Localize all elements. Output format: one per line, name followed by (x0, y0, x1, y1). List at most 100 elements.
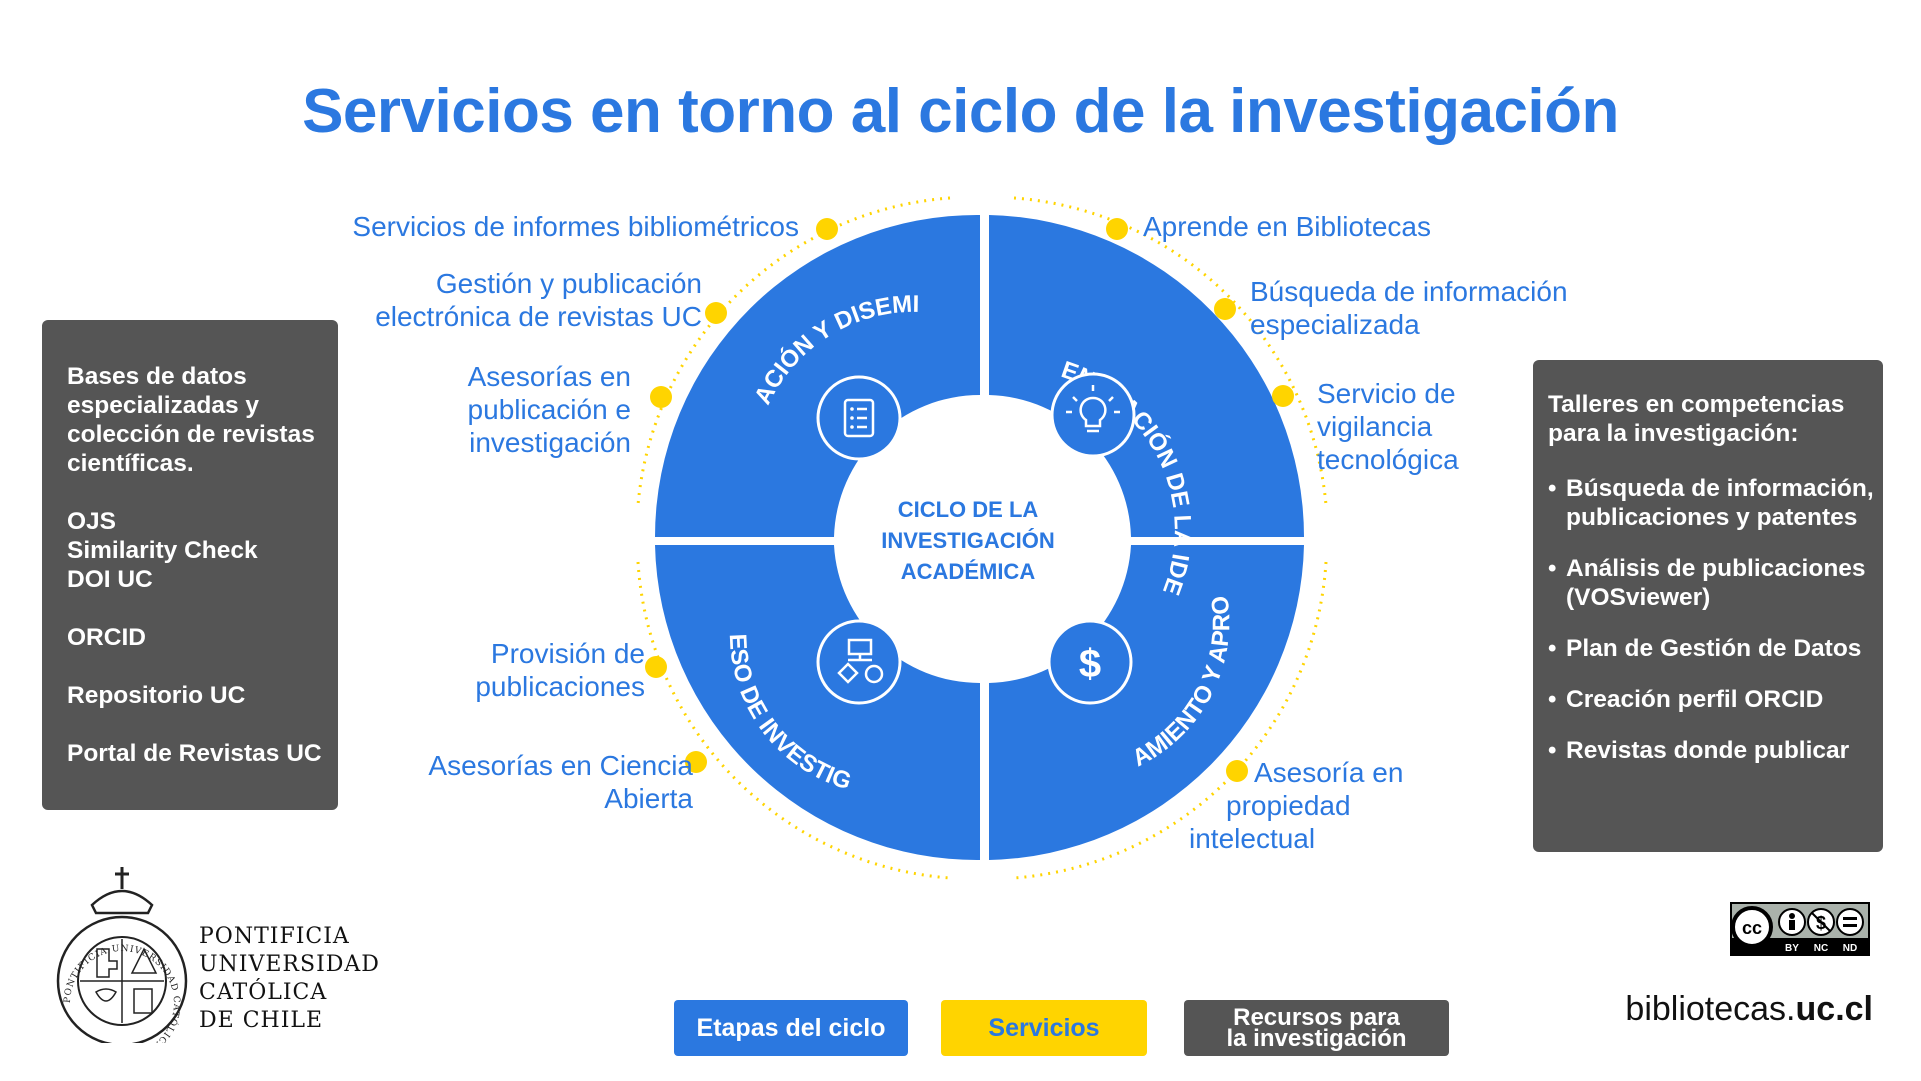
uc-wordmark-line-1: PONTIFICIA (199, 924, 350, 949)
service-provision-line-2: publicaciones (475, 671, 645, 702)
service-ciencia-line-1: Asesorías en Ciencia (428, 750, 693, 781)
service-dot-provision (645, 656, 667, 678)
svg-text:NC: NC (1814, 943, 1828, 954)
page-title: Servicios en torno al ciclo de la invest… (302, 77, 1619, 146)
service-revistas-line-2: electrónica de revistas UC (375, 301, 702, 332)
workshop-analisis-line-2: (VOSviewer) (1566, 584, 1711, 611)
cc-nd-icon (1836, 908, 1864, 936)
website-url-prefix: bibliotecas. (1625, 990, 1796, 1028)
service-bibliometricos: Servicios de informes bibliométricos (352, 211, 799, 242)
resources-intro-line-3: colección de revistas (67, 421, 315, 448)
website-url[interactable]: bibliotecas.uc.cl (1625, 990, 1873, 1029)
resource-orcid: ORCID (67, 624, 146, 651)
workshops-heading-line-2: para la investigación: (1548, 420, 1799, 447)
service-asesorias-line-3: investigación (469, 427, 631, 458)
workshop-analisis-line-1: Análisis de publicaciones (1566, 555, 1866, 582)
service-propiedad-intelectual: Asesoría en propiedad intelectual (1189, 756, 1403, 855)
bullet: • (1548, 686, 1557, 713)
resources-intro-line-2: especializadas y (67, 392, 260, 419)
service-dot-busqueda (1214, 298, 1236, 320)
cc-license-badge: cc $ BY NC ND (1730, 902, 1870, 956)
service-asesorias-publicacion: Asesorías en publicación e investigación (468, 360, 631, 459)
resource-doi-uc: DOI UC (67, 566, 153, 593)
svg-text:$: $ (1079, 642, 1101, 686)
service-vigilancia-line-2: vigilancia (1317, 411, 1433, 442)
resource-similarity-check: Similarity Check (67, 537, 258, 564)
service-ciencia-line-2: Abierta (604, 783, 693, 814)
bullet: • (1548, 475, 1557, 502)
legend-etapas-del-ciclo: Etapas del ciclo (674, 1000, 908, 1056)
service-propiedad-line-3: intelectual (1189, 823, 1316, 854)
workshop-item: • Plan de Gestión de Datos (1548, 634, 1883, 663)
service-busqueda-line-1: Búsqueda de información (1250, 276, 1568, 307)
workshop-item: • Revistas donde publicar (1548, 736, 1883, 765)
resources-intro-line-4: científicas. (67, 450, 194, 477)
bullet: • (1548, 737, 1557, 764)
service-dot-ciencia (685, 751, 707, 773)
workshops-heading-line-1: Talleres en competencias (1548, 391, 1845, 418)
uc-wordmark: PONTIFICIA UNIVERSIDAD CATÓLICA DE CHILE (199, 923, 380, 1035)
legend-recursos-line-1: Recursos para (1233, 1004, 1400, 1031)
service-dot-asesorias (650, 386, 672, 408)
svg-text:BY: BY (1785, 943, 1799, 954)
bullet: • (1548, 555, 1557, 582)
service-aprende: Aprende en Bibliotecas (1143, 211, 1431, 242)
workshop-item: • Análisis de publicaciones (VOSviewer) (1548, 554, 1883, 612)
resources-intro-line-1: Bases de datos (67, 363, 247, 390)
workshop-item: • Búsqueda de información, publicaciones… (1548, 474, 1883, 532)
resource-ojs: OJS (67, 508, 117, 535)
stage-financiamiento-segment (989, 545, 1304, 860)
service-busqueda-line-2: especializada (1250, 309, 1420, 340)
cycle-center-label-1: CICLO DE LA (898, 497, 1039, 522)
workshops-panel: Talleres en competencias para la investi… (1533, 360, 1883, 852)
cycle-center-label-2: INVESTIGACIÓN (881, 528, 1055, 553)
svg-text:cc: cc (1742, 918, 1762, 938)
uc-wordmark-line-3: CATÓLICA (199, 980, 328, 1005)
legend-recursos: Recursos para la investigación (1184, 1000, 1449, 1056)
stage-generacion-segment (989, 215, 1305, 537)
workshop-busqueda-line-2: publicaciones y patentes (1566, 504, 1858, 531)
resource-repositorio-uc: Repositorio UC (67, 682, 246, 709)
service-vigilancia-line-3: tecnológica (1317, 444, 1459, 475)
legend-servicios: Servicios (941, 1000, 1147, 1056)
workshop-orcid: Creación perfil ORCID (1566, 686, 1824, 713)
service-revistas-line-1: Gestión y publicación (435, 268, 702, 299)
service-vigilancia-line-1: Servicio de (1317, 378, 1456, 409)
service-provision-line-1: Provisión de (490, 638, 645, 669)
service-dot-revistas (705, 302, 727, 324)
resource-portal-revistas: Portal de Revistas UC (67, 740, 322, 767)
service-dot-aprende (1106, 218, 1128, 240)
legend-recursos-line-2: la investigación (1226, 1025, 1407, 1052)
stage-publicacion-segment (655, 214, 980, 537)
service-asesorias-line-1: Asesorías en (467, 361, 631, 392)
service-dot-propiedad (1226, 760, 1248, 782)
flowchart-icon (816, 619, 902, 705)
workshop-revistas: Revistas donde publicar (1566, 737, 1850, 764)
uc-wordmark-line-2: UNIVERSIDAD (199, 952, 380, 977)
service-revistas: Gestión y publicación electrónica de rev… (375, 267, 702, 333)
service-propiedad-line-2: propiedad (1226, 790, 1351, 821)
dollar-icon: $ (1047, 619, 1133, 705)
service-ciencia-abierta: Asesorías en Ciencia Abierta (428, 749, 693, 815)
uc-wordmark-line-4: DE CHILE (199, 1008, 324, 1033)
service-propiedad-line-1: Asesoría en (1254, 757, 1404, 788)
uc-seal-logo: PONTIFICIA UNIVERSIDAD CATÓLICA DE CHILE (56, 867, 188, 1043)
stage-proceso-segment (655, 545, 980, 861)
service-vigilancia: Servicio de vigilancia tecnológica (1317, 377, 1459, 476)
cycle-center-label-3: ACADÉMICA (901, 559, 1036, 584)
service-provision: Provisión de publicaciones (475, 637, 645, 703)
svg-text:ND: ND (1843, 943, 1857, 954)
bullet: • (1548, 635, 1557, 662)
service-dot-bibliometricos (816, 218, 838, 240)
document-list-icon (816, 375, 902, 461)
workshop-item: • Creación perfil ORCID (1548, 685, 1883, 714)
website-url-domain: uc.cl (1795, 990, 1873, 1028)
service-dot-vigilancia (1272, 385, 1294, 407)
service-asesorias-line-2: publicación e (467, 394, 631, 425)
service-busqueda: Búsqueda de información especializada (1250, 275, 1568, 341)
lightbulb-icon (1050, 372, 1136, 458)
cc-icon (1731, 906, 1773, 948)
workshop-busqueda-line-1: Búsqueda de información, (1566, 475, 1874, 502)
resources-panel: Bases de datos especializadas y colecció… (42, 320, 338, 810)
workshop-plan-gestion: Plan de Gestión de Datos (1566, 635, 1862, 662)
